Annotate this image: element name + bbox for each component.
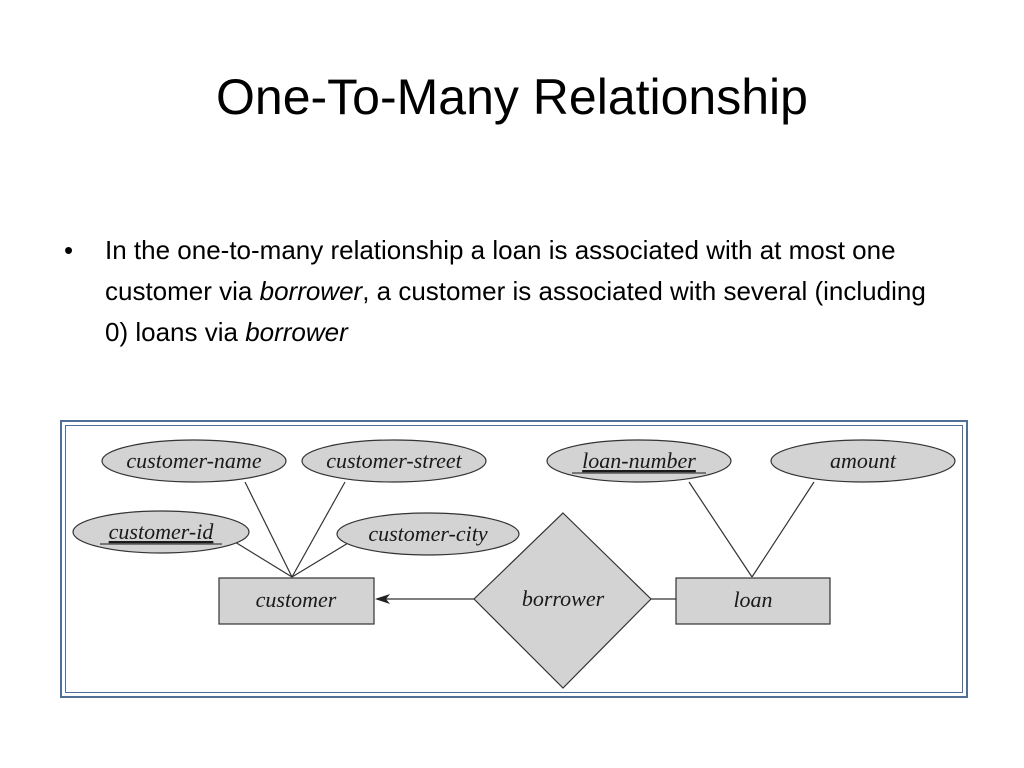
er-diagram: customer-name customer-street customer-i… bbox=[72, 439, 956, 689]
attribute-amount: amount bbox=[770, 439, 956, 483]
attribute-customer-city: customer-city bbox=[336, 512, 520, 556]
bullet-marker: • bbox=[64, 235, 74, 265]
edge-customer-street-customer bbox=[291, 481, 346, 578]
attribute-customer-street: customer-street bbox=[301, 439, 487, 483]
relationship-borrower-label: borrower bbox=[522, 586, 605, 611]
er-diagram-frame: customer-name customer-street customer-i… bbox=[60, 420, 968, 698]
attribute-customer-id: customer-id bbox=[72, 510, 250, 554]
edge-customer-name-customer bbox=[244, 481, 293, 578]
slide-title: One-To-Many Relationship bbox=[216, 69, 808, 125]
attribute-loan-number-label: loan-number bbox=[582, 448, 696, 473]
entity-loan-label: loan bbox=[733, 587, 772, 612]
bullet-emphasis-borrower-2: borrower bbox=[245, 317, 348, 347]
bullet-text-part2: , a customer is associated with several … bbox=[105, 276, 926, 347]
relationship-borrower: borrower bbox=[473, 512, 652, 689]
bullet-text: In the one-to-many relationship a loan i… bbox=[105, 230, 944, 353]
attribute-loan-number: loan-number bbox=[546, 439, 732, 483]
bullet-item: • In the one-to-many relationship a loan… bbox=[64, 230, 944, 353]
attribute-amount-label: amount bbox=[830, 448, 897, 473]
bullet-text-part1: In the one-to-many relationship a loan i… bbox=[105, 235, 896, 306]
entity-loan: loan bbox=[675, 577, 831, 625]
one-side-arrowhead bbox=[375, 594, 390, 604]
attribute-customer-name-label: customer-name bbox=[126, 448, 261, 473]
edge-loan-number-loan bbox=[688, 481, 753, 578]
er-diagram-inner-border bbox=[65, 425, 963, 693]
entity-customer: customer bbox=[218, 577, 375, 625]
attribute-customer-name: customer-name bbox=[101, 439, 287, 483]
attribute-customer-city-label: customer-city bbox=[368, 521, 488, 546]
bullet-emphasis-borrower-1: borrower bbox=[259, 276, 363, 306]
edge-amount-loan bbox=[751, 481, 815, 578]
attribute-customer-street-label: customer-street bbox=[326, 448, 462, 473]
entity-customer-label: customer bbox=[256, 587, 337, 612]
attribute-customer-id-label: customer-id bbox=[109, 519, 215, 544]
